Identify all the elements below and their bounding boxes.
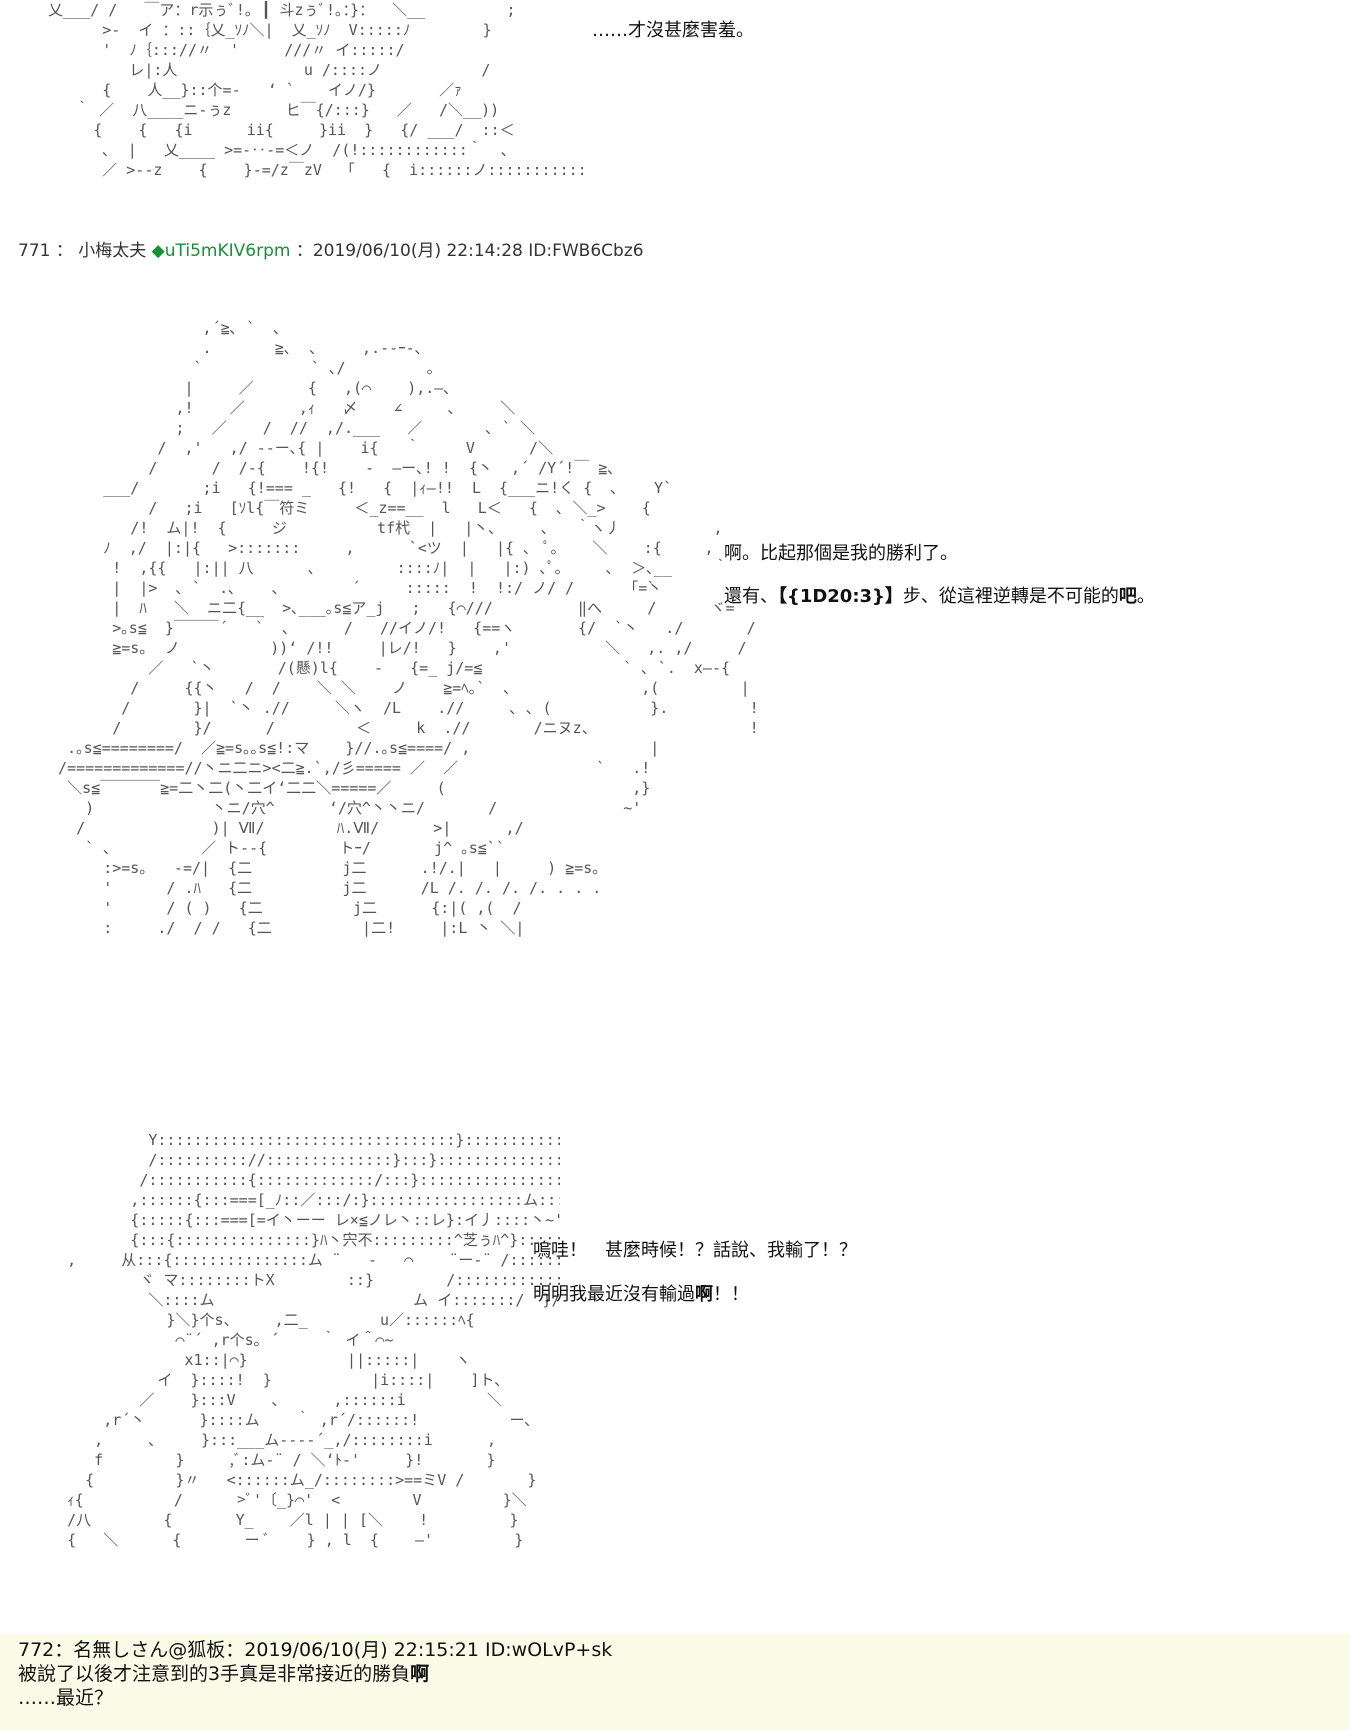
narration-771-2-prefix: 還有、 bbox=[724, 586, 778, 607]
narration-770: ……才沒甚麼害羞。 bbox=[592, 20, 754, 41]
post-772-line-1: 被說了以後才注意到的3手真是非常接近的勝負啊 bbox=[18, 1662, 429, 1686]
narration-771-4-bold: 啊 bbox=[695, 1284, 713, 1305]
post-772-line-1-text: 被說了以後才注意到的3手真是非常接近的勝負 bbox=[18, 1663, 411, 1685]
post-772: 772：名無しさん@狐板：2019/06/10(月) 22:15:21 ID:w… bbox=[0, 1634, 1350, 1730]
narration-771-2-suffix: 。 bbox=[1136, 586, 1155, 607]
post-772-line-2: ……最近？ bbox=[18, 1687, 114, 1709]
narration-771-4-suffix: ！！ bbox=[713, 1284, 749, 1305]
narration-771-4-prefix: 明明我最近沒有輸過 bbox=[533, 1284, 695, 1305]
narration-771-2-bold: 吧 bbox=[1118, 586, 1137, 607]
separator: ： bbox=[295, 241, 313, 261]
post-header-771: 771 ： 小梅太夫 ◆uTi5mKIV6rpm ：2019/06/10(月) … bbox=[18, 240, 644, 262]
ascii-art-771-second: Y:::::::::::::::::::::::::::::::::}:::::… bbox=[67, 1131, 560, 1549]
post-772-line-1-bold: 啊 bbox=[410, 1663, 430, 1685]
separator: ： bbox=[55, 241, 73, 261]
narration-771-2: 還有、【{1D20:3}】步、從這裡逆轉是不可能的吧。 bbox=[724, 586, 1155, 608]
poster-name[interactable]: 小梅太夫 bbox=[78, 241, 147, 261]
post-id[interactable]: ID:FWB6Cbz6 bbox=[528, 241, 644, 261]
trip-mark: ◆ bbox=[151, 241, 165, 261]
trip-code[interactable]: uTi5mKIV6rpm bbox=[164, 241, 291, 261]
post-number: 771 bbox=[18, 241, 51, 261]
narration-771-4: 明明我最近沒有輸過啊！！ bbox=[533, 1284, 749, 1306]
post-datetime: 2019/06/10(月) 22:14:28 bbox=[312, 241, 523, 261]
post-header-772: 772：名無しさん@狐板：2019/06/10(月) 22:15:21 ID:w… bbox=[18, 1639, 613, 1661]
ascii-art-770: 乂___/ / ￣ア：r示ぅﾞ!｡ ┃ 斗zぅﾞ!｡：}： ＼__ ; >- イ… bbox=[48, 1, 590, 179]
ascii-art-771-right: , , ｀ 「=丶 ‖へ / ヾ= {/ `丶 ./ / ＼ ,. ,/ / `… bbox=[578, 519, 759, 817]
narration-771-1: 啊。比起那個是我的勝利了。 bbox=[724, 543, 958, 564]
ascii-art-771-main: ,´≧､ ` ､ . ≧､ ､ ,.--ｰ-､ ` ` ､/ ｡ | ／ { ,… bbox=[58, 319, 672, 937]
narration-771-3: 嗚哇！ 甚麼時候！？話說、我輸了！？ bbox=[533, 1240, 857, 1261]
narration-771-2-mid: 步、從這裡逆轉是不可能的 bbox=[902, 586, 1119, 607]
dice-roll: 【{1D20:3}】 bbox=[778, 586, 903, 607]
